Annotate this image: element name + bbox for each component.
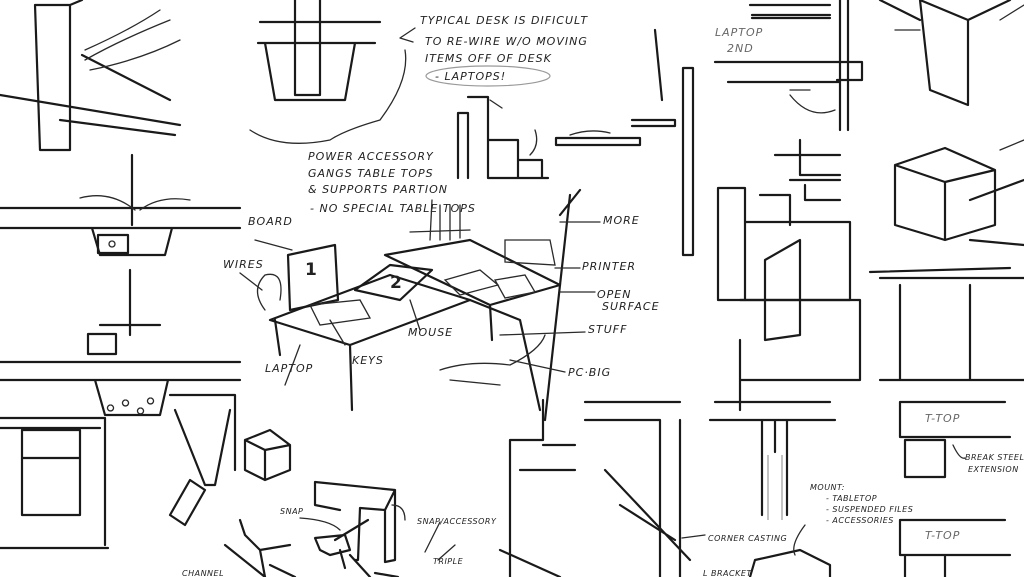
note-line: MOUNT: [810, 483, 845, 492]
label-mouse: MOUSE [408, 326, 453, 339]
note-line: - ACCESSORIES [826, 516, 894, 525]
label-open-surface: SURFACE [602, 300, 660, 313]
label-printer: PRINTER [582, 260, 636, 273]
label-pc-big: PC·BIG [568, 366, 611, 379]
note-line: TO RE-WIRE W/O MOVING [425, 35, 588, 48]
label-corner-casting: CORNER CASTING [708, 534, 787, 543]
label-l-bracket: L BRACKET [703, 569, 752, 577]
label-more: MORE [603, 214, 640, 227]
screen-number-1: 1 [305, 260, 318, 280]
sketch-monitor-panel [630, 28, 695, 257]
sketch-table-leg-topleft [0, 0, 182, 152]
note-line: EXTENSION [968, 465, 1019, 474]
sketch-grommet-section [0, 153, 242, 257]
note-line: - LAPTOPS! [435, 70, 506, 83]
label-open-surface: OPEN [597, 288, 631, 301]
note-line: - SUSPENDED FILES [826, 505, 913, 514]
label-snap: SNAP [280, 507, 303, 516]
note-line: - TABLETOP [826, 494, 877, 503]
sketch-right-sections [716, 0, 1024, 412]
sketch-bottom-sections: T-TOP T-TOP BREAK STEEL EXTENSION MOUNT:… [498, 398, 1024, 577]
sketch-leg-grommet-top [249, 0, 416, 144]
label-wires: WIRES [223, 258, 264, 271]
note-line: TYPICAL DESK IS DIFICULT [420, 14, 588, 27]
sketch-main-desk: 1 2 [239, 188, 601, 422]
sketch-cabinet [0, 393, 292, 550]
note-line: 2ND [727, 42, 754, 55]
note-line: ITEMS OFF OF DESK [425, 52, 552, 65]
note-line: GANGS TABLE TOPS [308, 167, 434, 180]
note-line: BREAK STEEL [965, 453, 1024, 462]
sketch-snap-bracket: SNAP SNAP/ACCESSORY TRIPLE CHANNEL [168, 478, 497, 577]
screen-number-2: 2 [390, 273, 403, 293]
note-line: LAPTOP [715, 26, 763, 39]
note-typical-desk: TYPICAL DESK IS DIFICULT TO RE-WIRE W/O … [420, 14, 588, 87]
label-triple: TRIPLE [433, 557, 464, 566]
note-power-accessory: POWER ACCESSORY GANGS TABLE TOPS & SUPPO… [308, 150, 476, 215]
label-keys: KEYS [352, 354, 384, 367]
label-t-top: T-TOP [925, 412, 960, 425]
sketch-trough-section [0, 268, 242, 417]
label-channel: CHANNEL [182, 569, 224, 577]
sketch-stepped-shelf [456, 95, 642, 180]
label-laptop: LAPTOP [265, 362, 313, 375]
label-stuff: STUFF [588, 323, 627, 336]
label-snap-accessory: SNAP/ACCESSORY [417, 517, 497, 526]
label-board: BOARD [248, 215, 293, 228]
note-line: - NO SPECIAL TABLE TOPS [310, 202, 476, 215]
label-t-top: T-TOP [925, 529, 960, 542]
note-line: & SUPPORTS PARTION [308, 183, 448, 196]
note-line: POWER ACCESSORY [308, 150, 434, 163]
sketch-laptop-2nd: LAPTOP 2ND [713, 0, 864, 132]
